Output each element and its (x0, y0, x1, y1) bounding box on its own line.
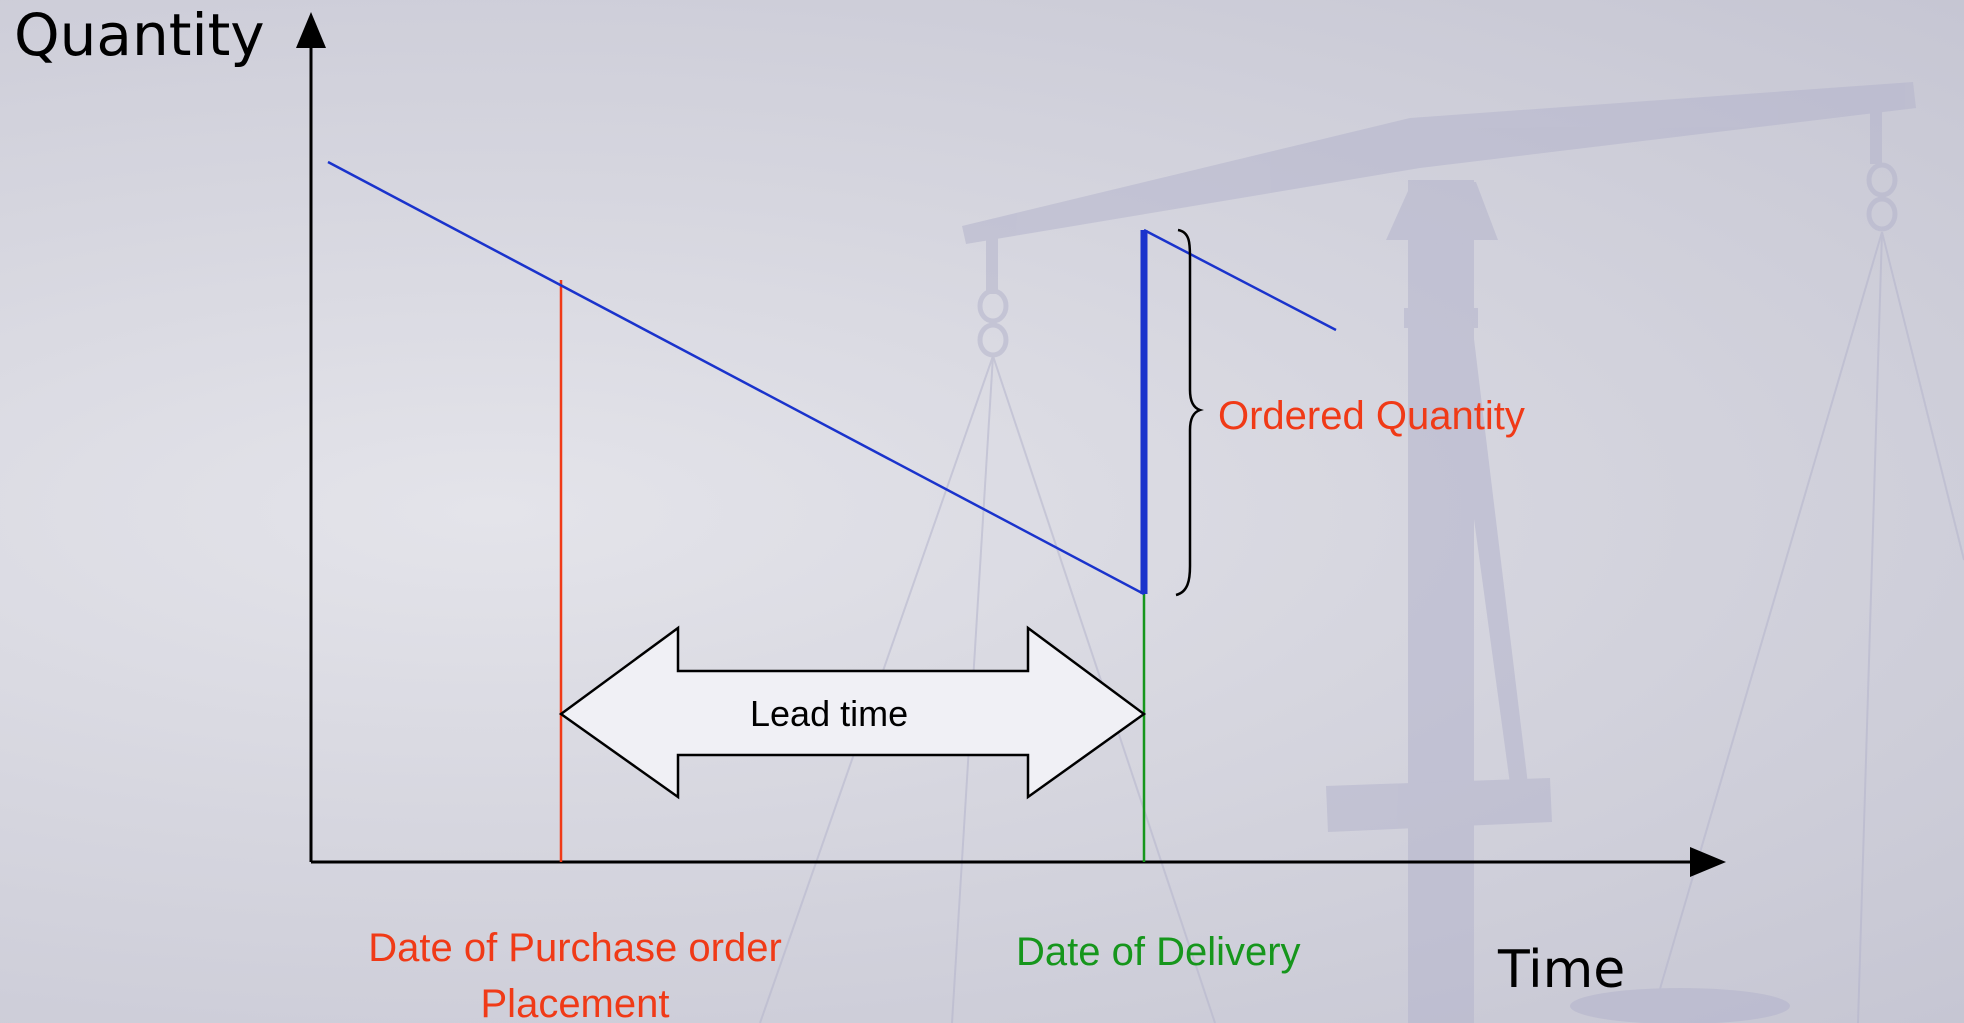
y-axis-title: Quantity (14, 1, 265, 69)
scale-beam (962, 82, 1916, 244)
inventory-depletion-line-2 (1143, 228, 1337, 332)
right-chain-link-1 (1866, 162, 1898, 198)
x-axis-title: Time (1498, 940, 1626, 1000)
lead-time-double-arrow (558, 625, 1147, 800)
left-hook (986, 238, 998, 294)
right-pan (1570, 988, 1790, 1023)
inventory-depletion-line (327, 160, 1145, 596)
lead-time-label: Lead time (750, 693, 909, 734)
left-chain-link-1 (977, 288, 1009, 324)
po-placement-label: Date of Purchase order Placement (368, 926, 782, 1023)
ordered-quantity-label: Ordered Quantity (1218, 394, 1525, 438)
scale-base-plate (1326, 778, 1552, 832)
scale-needle (1436, 240, 1528, 784)
balance-scale-watermark (759, 82, 1964, 1023)
right-hook (1870, 108, 1882, 164)
scale-strings (759, 231, 1964, 1023)
ordered-quantity-brace (1175, 228, 1204, 597)
delivery-date-label: Date of Delivery (1016, 930, 1301, 974)
left-chain-link-2 (977, 322, 1009, 358)
right-chain-link-2 (1866, 196, 1898, 232)
